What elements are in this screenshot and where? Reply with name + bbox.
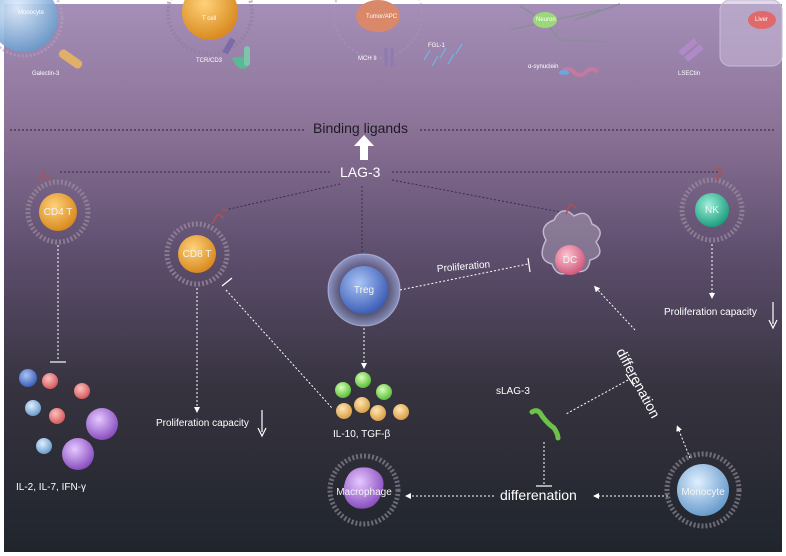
cytokines-cd4: [19, 369, 118, 470]
ligand-tumor: [333, 0, 463, 67]
treg-dc-inhibit-bar: [527, 257, 531, 273]
lsectin-label: LSECtin: [678, 71, 701, 77]
neuron-label: Neuron: [536, 17, 556, 23]
lag3-title: LAG-3: [340, 164, 381, 180]
prolif-nk-label: Proliferation capacity: [664, 307, 757, 318]
dc-cell: [541, 202, 601, 275]
tcr-label: TCR/CD3: [196, 58, 223, 64]
ligand-tcell: [166, 0, 254, 69]
macrophage-label: Macrophage: [336, 487, 392, 498]
monocyte-up-arrow: [676, 425, 691, 459]
nk-label: NK: [705, 205, 719, 216]
treg-dc-line: [399, 263, 529, 291]
il10-label: IL-10, TGF-β: [333, 429, 391, 440]
asyn-label: α-synuclein: [528, 64, 559, 70]
fgl1-label: FGL-1: [428, 43, 446, 49]
alpha-synuclein-icon: [558, 67, 600, 77]
monocyte-cell: [664, 451, 742, 529]
macrophage-cell: [327, 453, 401, 527]
cd4-label: CD4 T: [43, 207, 73, 218]
fgl1-icon: [423, 43, 463, 67]
down-arrow-icon-cd8: [257, 410, 267, 438]
lsectin-icon: [678, 38, 704, 62]
cytokines-treg: [335, 372, 409, 421]
cd8-label: CD8 T: [182, 249, 212, 260]
slag3-label: sLAG-3: [496, 386, 530, 397]
cd4-cell: [25, 169, 91, 245]
liver-label: Liver: [755, 17, 769, 23]
tcr-cd3-icon: [222, 37, 250, 69]
tumor-label: Tumor/APC: [366, 14, 398, 20]
treg-cell: [327, 253, 401, 327]
cd8-inhibit-bar: [221, 277, 233, 287]
ligand-neuron: [509, 3, 621, 77]
galectin3-label: Galectin-3: [32, 71, 60, 77]
binding-ligands-title: Binding ligands: [313, 120, 408, 136]
cytokines-cd4-label: IL-2, IL-7, IFN-γ: [16, 482, 87, 493]
prolif-cd8-label: Proliferation capacity: [156, 418, 249, 429]
up-arrow-icon: [354, 135, 374, 160]
diff-bottom-label: differenation: [500, 487, 577, 503]
slag3-inhibit-bar: [625, 373, 635, 387]
ligand-monocyte: [0, 0, 83, 69]
monocyte-label: Monocyte: [681, 487, 725, 498]
down-arrow-icon-nk: [768, 302, 778, 330]
ligand-liver: [678, 0, 783, 67]
tcell-label: T cell: [202, 16, 217, 22]
dc-label: DC: [562, 255, 578, 266]
slag3-molecule-icon: [529, 408, 561, 441]
cd8-treg-line: [225, 289, 333, 409]
mhc-label: MCH II: [358, 56, 377, 62]
ligand-monocyte-label: Monocyte: [18, 10, 45, 16]
slag3-line: [565, 379, 629, 415]
diff-dc-arrow: [593, 285, 636, 331]
cd8-cell: [164, 209, 230, 287]
treg-label: Treg: [353, 285, 375, 296]
galectin3-icon: [58, 49, 83, 69]
nk-cell: [679, 167, 745, 243]
